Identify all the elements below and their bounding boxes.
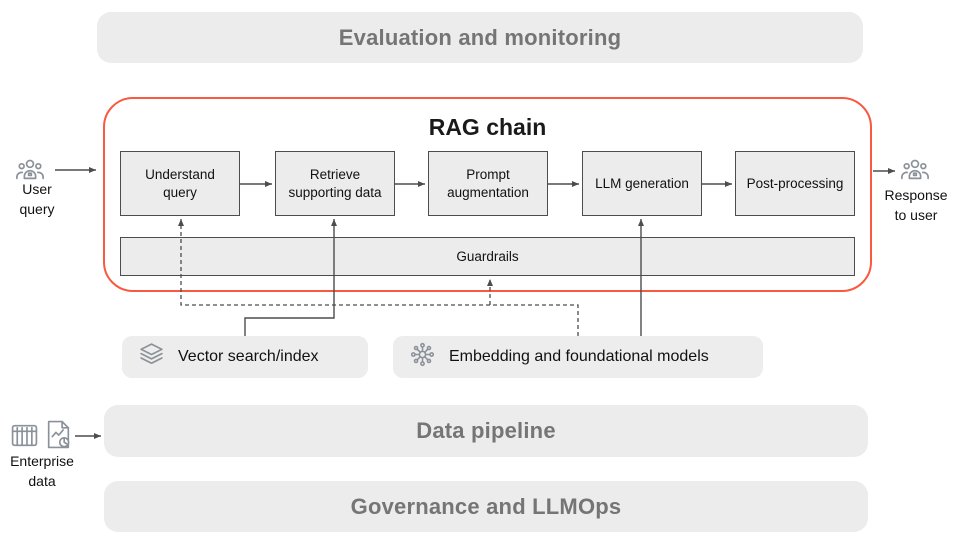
embedding-models-label: Embedding and foundational models — [449, 348, 709, 365]
user-query-label: User query — [19, 181, 55, 217]
step-understand-query: Understand query — [120, 151, 240, 216]
step-label: Post-processing — [746, 175, 844, 191]
banner-data-pipeline: Data pipeline — [104, 405, 868, 457]
step-label: LLM generation — [595, 175, 689, 191]
table-grid-icon — [10, 421, 39, 450]
users-group-icon — [13, 157, 47, 182]
step-label: Understand query — [145, 166, 215, 200]
rag-chain-title: RAG chain — [428, 114, 547, 140]
step-post-processing: Post-processing — [735, 151, 855, 216]
step-prompt-augmentation: Prompt augmentation — [428, 151, 548, 216]
users-group-icon — [898, 157, 932, 182]
banner-data-pipeline-label: Data pipeline — [416, 418, 556, 443]
enterprise-data-label: Enterprise data — [10, 453, 74, 489]
step-label: Retrieve supporting data — [288, 166, 382, 200]
step-label: Prompt augmentation — [447, 166, 529, 200]
banner-evaluation-label: Evaluation and monitoring — [338, 24, 622, 50]
document-chart-icon — [44, 419, 73, 450]
embedding-models-box: Embedding and foundational models — [393, 336, 763, 378]
vector-search-label: Vector search/index — [178, 348, 319, 365]
step-retrieve-supporting-data: Retrieve supporting data — [275, 151, 395, 216]
banner-governance-label: Governance and LLMOps — [350, 493, 622, 519]
guardrails-bar: Guardrails — [120, 237, 855, 276]
banner-evaluation-monitoring: Evaluation and monitoring — [97, 12, 863, 63]
step-llm-generation: LLM generation — [582, 151, 702, 216]
layers-stack-icon — [138, 341, 165, 373]
vector-search-box: Vector search/index — [122, 336, 368, 378]
guardrails-label: Guardrails — [456, 249, 519, 264]
neural-network-icon — [409, 341, 436, 373]
banner-governance-llmops: Governance and LLMOps — [104, 481, 868, 532]
response-to-user-label: Response to user — [884, 187, 948, 223]
